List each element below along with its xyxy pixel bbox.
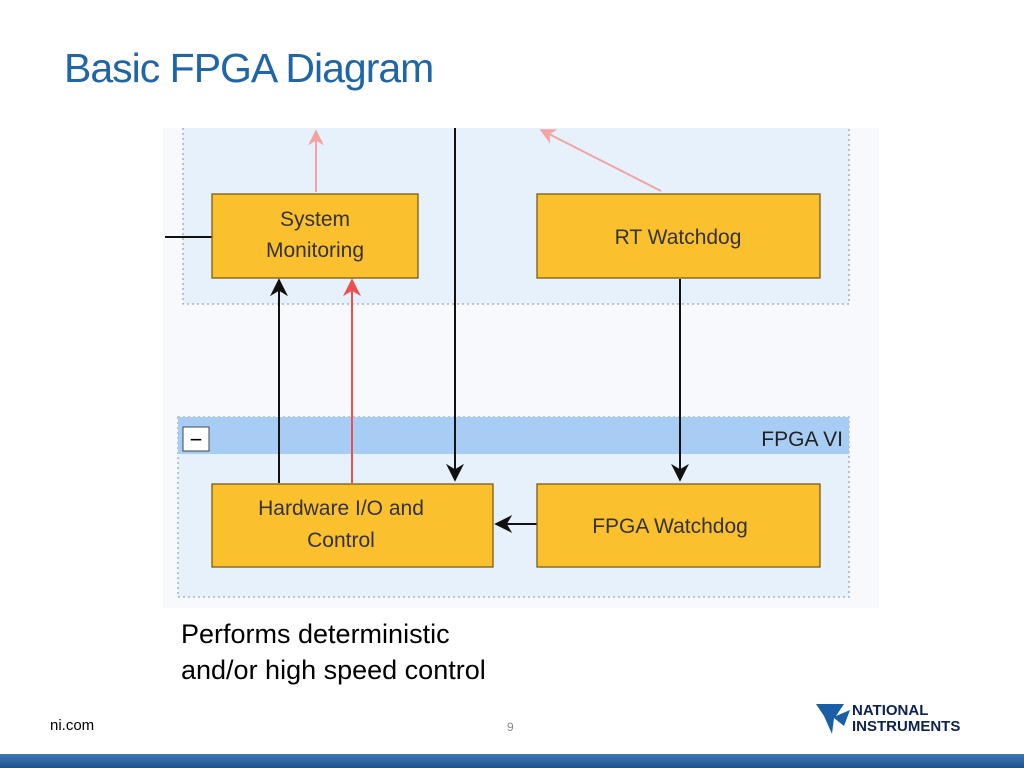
system-monitoring-label-line1: System <box>280 208 350 231</box>
fpga-vi-label: FPGA VI <box>761 428 843 451</box>
hardware-io-label-line2: Control <box>307 529 375 552</box>
logo-line-1: NATIONAL <box>852 702 928 719</box>
fpga-diagram: − FPGA VI System Monitoring RT Watchdog … <box>163 128 879 608</box>
collapse-icon[interactable]: − <box>190 427 203 452</box>
system-monitoring-box[interactable]: System Monitoring <box>211 193 419 279</box>
arrow-rt-watchdog-up <box>539 129 662 192</box>
fpga-vi-group-header <box>178 417 849 454</box>
hardware-io-label-line1: Hardware I/O and <box>258 497 424 520</box>
caption: Performs deterministic and/or high speed… <box>181 616 486 688</box>
fpga-watchdog-box[interactable]: FPGA Watchdog <box>536 483 821 568</box>
footer-bar <box>0 754 1024 768</box>
caption-line-1: Performs deterministic <box>181 619 450 649</box>
hardware-io-control-box[interactable]: Hardware I/O and Control <box>211 483 494 568</box>
collapse-button[interactable] <box>182 426 210 452</box>
system-monitoring-label-line2: Monitoring <box>266 239 364 262</box>
logo-line-2: INSTRUMENTS <box>852 718 960 735</box>
rt-watchdog-label: RT Watchdog <box>615 226 742 249</box>
caption-line-2: and/or high speed control <box>181 655 486 685</box>
eagle-mark-icon <box>816 704 850 734</box>
slide-title: Basic FPGA Diagram <box>64 45 434 91</box>
page-number: 9 <box>507 720 514 734</box>
footer-url[interactable]: ni.com <box>50 717 95 734</box>
rt-watchdog-box[interactable]: RT Watchdog <box>536 193 821 279</box>
fpga-watchdog-label: FPGA Watchdog <box>592 515 748 538</box>
national-instruments-logo: NATIONAL INSTRUMENTS <box>816 702 960 735</box>
